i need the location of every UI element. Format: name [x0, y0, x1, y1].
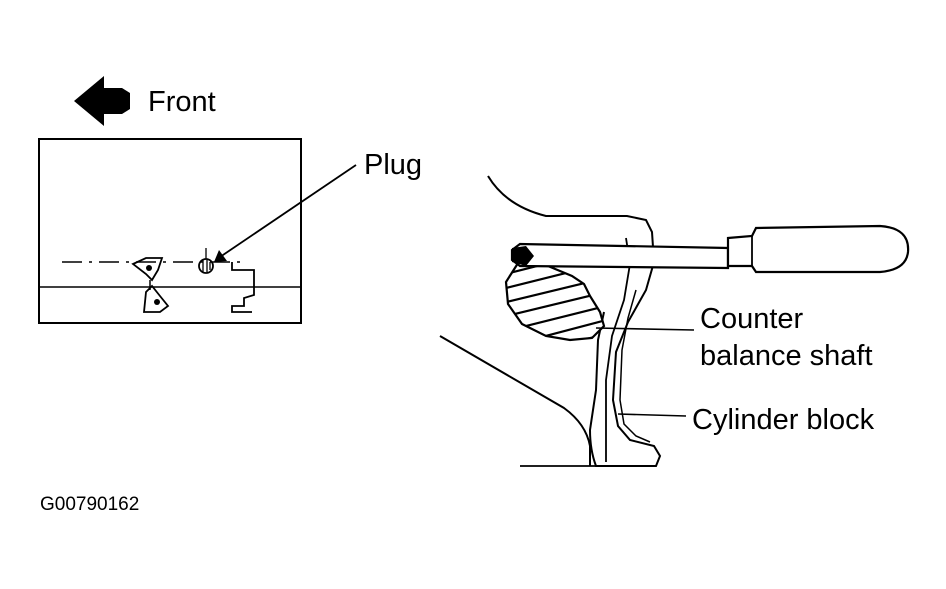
- cylinder-block-leader: [617, 413, 687, 417]
- plug-leader-arrowhead: [214, 250, 227, 262]
- block-inner-wall: [605, 237, 631, 462]
- block-outer-wall: [439, 335, 591, 466]
- screwdriver-icon: [510, 224, 910, 274]
- block-bracket: [231, 262, 255, 313]
- counter-label-line2: balance shaft: [700, 340, 873, 372]
- cylinder-block-label: Cylinder block: [692, 404, 875, 436]
- figure-code: G00790162: [40, 494, 140, 515]
- plug-icon: [198, 248, 214, 274]
- upper-cutout: [131, 257, 164, 282]
- cylinder-block-outline: [487, 175, 662, 467]
- front-label: Front: [148, 86, 216, 118]
- lower-cutout-hole: [154, 299, 160, 305]
- plug-leader-line: [219, 164, 357, 258]
- counter-balance-shaft-section: [504, 258, 606, 342]
- front-arrow-icon: [74, 76, 130, 126]
- counter-label-line1: Counter: [700, 303, 804, 335]
- plug-label: Plug: [364, 149, 423, 181]
- block-inner-right-wall: [619, 289, 651, 443]
- lower-cutout: [143, 284, 170, 313]
- upper-cutout-hole: [146, 265, 152, 271]
- counter-shaft-leader: [595, 327, 695, 331]
- engine-top-view-frame: [38, 138, 302, 324]
